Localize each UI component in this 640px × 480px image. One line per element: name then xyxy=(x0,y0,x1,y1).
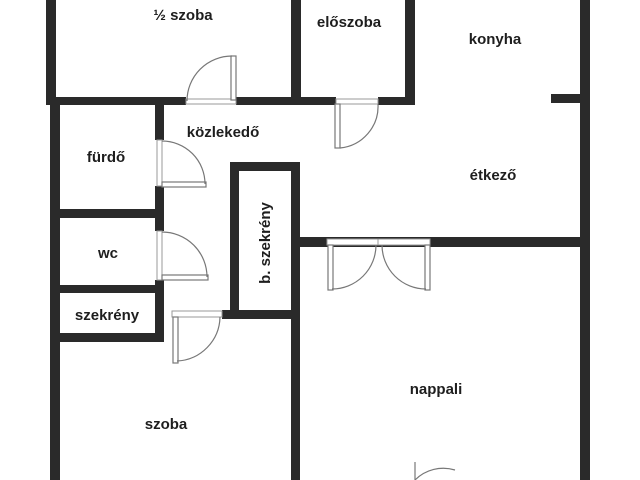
wall-builtin-right xyxy=(291,162,300,480)
wall-hall-right xyxy=(405,0,415,104)
label-dining: étkező xyxy=(470,167,517,184)
door-half-room[interactable] xyxy=(185,55,237,105)
wall-corridor-left-c xyxy=(155,280,164,342)
door-balcony[interactable] xyxy=(414,462,456,480)
wall-wc-wardrobe xyxy=(50,285,164,293)
wall-dining-living xyxy=(291,237,590,247)
label-kitchen: konyha xyxy=(469,31,522,48)
door-bathroom[interactable] xyxy=(156,139,207,188)
wall-corridor-left-a xyxy=(155,100,164,140)
walls xyxy=(46,0,590,480)
wall-outer-left-top xyxy=(46,0,56,100)
wall-top-row-b xyxy=(236,97,336,105)
door-wc[interactable] xyxy=(156,230,209,281)
label-half-room: ½ szoba xyxy=(153,7,213,24)
doors xyxy=(156,55,456,480)
label-living-room: nappali xyxy=(410,381,463,398)
label-builtin-wardrobe: b. szekrény xyxy=(257,201,274,283)
label-wc: wc xyxy=(97,245,118,262)
wall-bath-wc xyxy=(50,209,164,218)
wall-builtin-top xyxy=(230,162,300,171)
wall-half-room-right xyxy=(291,0,301,104)
label-wardrobe: szekrény xyxy=(75,307,140,324)
door-hall[interactable] xyxy=(334,98,379,149)
door-room[interactable] xyxy=(171,310,223,364)
door-living-double[interactable] xyxy=(326,238,431,291)
label-hall: előszoba xyxy=(317,14,382,31)
wall-wardrobe-room xyxy=(50,333,164,342)
wall-top-row-c xyxy=(378,97,415,105)
wall-builtin-left xyxy=(230,162,239,312)
label-room: szoba xyxy=(145,416,188,433)
wall-top-row-a xyxy=(46,97,186,105)
label-bathroom: fürdő xyxy=(87,149,125,166)
room-labels: ½ szoba előszoba konyha közlekedő fürdő … xyxy=(75,7,522,433)
wall-room-top xyxy=(222,310,300,319)
wall-corridor-left-b xyxy=(155,186,164,231)
label-corridor: közlekedő xyxy=(187,124,260,141)
wall-kitchen-stub xyxy=(551,94,583,103)
